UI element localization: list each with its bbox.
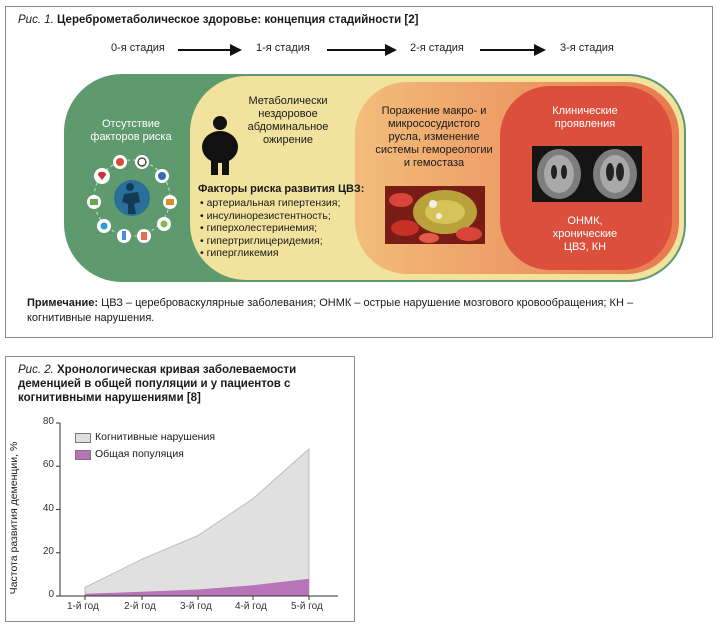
blood-vessel-illustration bbox=[385, 186, 485, 244]
note-label: Примечание: bbox=[27, 297, 99, 309]
y-axis-label: Частота развития деменции, % bbox=[8, 441, 20, 594]
stage-3-outcome: ОНМК, хронические ЦВЗ, КН bbox=[552, 215, 618, 253]
x-tick-label: 3-й год bbox=[180, 601, 212, 612]
y-tick-label: 60 bbox=[42, 459, 54, 471]
legend-label-cognitive: Когнитивные нарушения bbox=[95, 431, 216, 443]
risk-factor-item: артериальная гипертензия; bbox=[200, 197, 341, 210]
stage-1-text: Метаболически нездоровое абдоминальное о… bbox=[247, 95, 329, 146]
x-axis-ticks bbox=[84, 596, 310, 600]
figure-2-caption: Рис. 2. Хронологическая кривая заболевае… bbox=[18, 363, 338, 405]
stage-2-label: 2-я стадия bbox=[410, 42, 464, 54]
risk-factor-item: гиперхолестеринемия; bbox=[200, 222, 340, 235]
risk-factors-list: артериальная гипертензия; инсулинорезист… bbox=[200, 197, 341, 260]
y-tick-label: 0 bbox=[48, 589, 54, 600]
x-tick-label: 2-й год bbox=[124, 601, 156, 612]
figure-1-note: Примечание: ЦВЗ – цереброваскулярные заб… bbox=[27, 296, 667, 326]
y-tick-label: 20 bbox=[42, 545, 54, 557]
figure-1-caption: Рис. 1. Цереброметаболическое здоровье: … bbox=[18, 13, 418, 27]
legend-label-population: Общая популяция bbox=[95, 448, 184, 460]
stage-arrow-3 bbox=[480, 44, 546, 56]
stage-arrow-1 bbox=[178, 44, 242, 56]
area-general-population bbox=[85, 578, 309, 596]
stage-2-text: Поражение макро- и микрососудистого русл… bbox=[375, 105, 493, 169]
note-text: ЦВЗ – цереброваскулярные заболевания; ОН… bbox=[27, 297, 634, 324]
legend-swatch-cognitive bbox=[75, 433, 91, 443]
figure-1-caption-label: Рис. 1. bbox=[18, 14, 54, 26]
y-tick-label: 80 bbox=[42, 416, 54, 427]
healthy-lifestyle-icons bbox=[87, 155, 177, 243]
brain-mri-images bbox=[532, 146, 642, 202]
stage-3-title: Клинические проявления bbox=[552, 105, 618, 130]
y-axis-label-box: Частота развития деменции, % bbox=[6, 435, 22, 600]
y-tick-label: 40 bbox=[42, 502, 54, 514]
x-tick-label: 1-й год bbox=[67, 601, 99, 612]
x-tick-label: 4-й год bbox=[235, 601, 267, 612]
risk-factor-item: гипертриглицеридемия; bbox=[200, 235, 340, 248]
stage-arrow-2 bbox=[327, 44, 397, 56]
risk-factor-item: гипергликемия bbox=[200, 247, 340, 260]
stage-3-label: 3-я стадия bbox=[560, 42, 614, 54]
figure-1-caption-title: Цереброметаболическое здоровье: концепци… bbox=[57, 14, 419, 26]
stage-0-label: 0-я стадия bbox=[111, 42, 165, 54]
legend-swatch-population bbox=[75, 450, 91, 460]
y-axis-ticks bbox=[56, 422, 60, 597]
stage-1-label: 1-я стадия bbox=[256, 42, 310, 54]
area-cognitive-impairment bbox=[84, 447, 310, 597]
stage-0-text: Отсутствие факторов риска bbox=[90, 118, 172, 143]
risk-factor-item: инсулинорезистентность; bbox=[200, 210, 340, 223]
figure-2-caption-label: Рис. 2. bbox=[18, 364, 54, 376]
obese-person-icon bbox=[202, 116, 238, 175]
figure-2-caption-title: Хронологическая кривая заболеваемости де… bbox=[18, 364, 297, 404]
risk-factors-title: Факторы риска развития ЦВЗ: bbox=[198, 183, 365, 195]
x-tick-label: 5-й год bbox=[291, 601, 323, 612]
